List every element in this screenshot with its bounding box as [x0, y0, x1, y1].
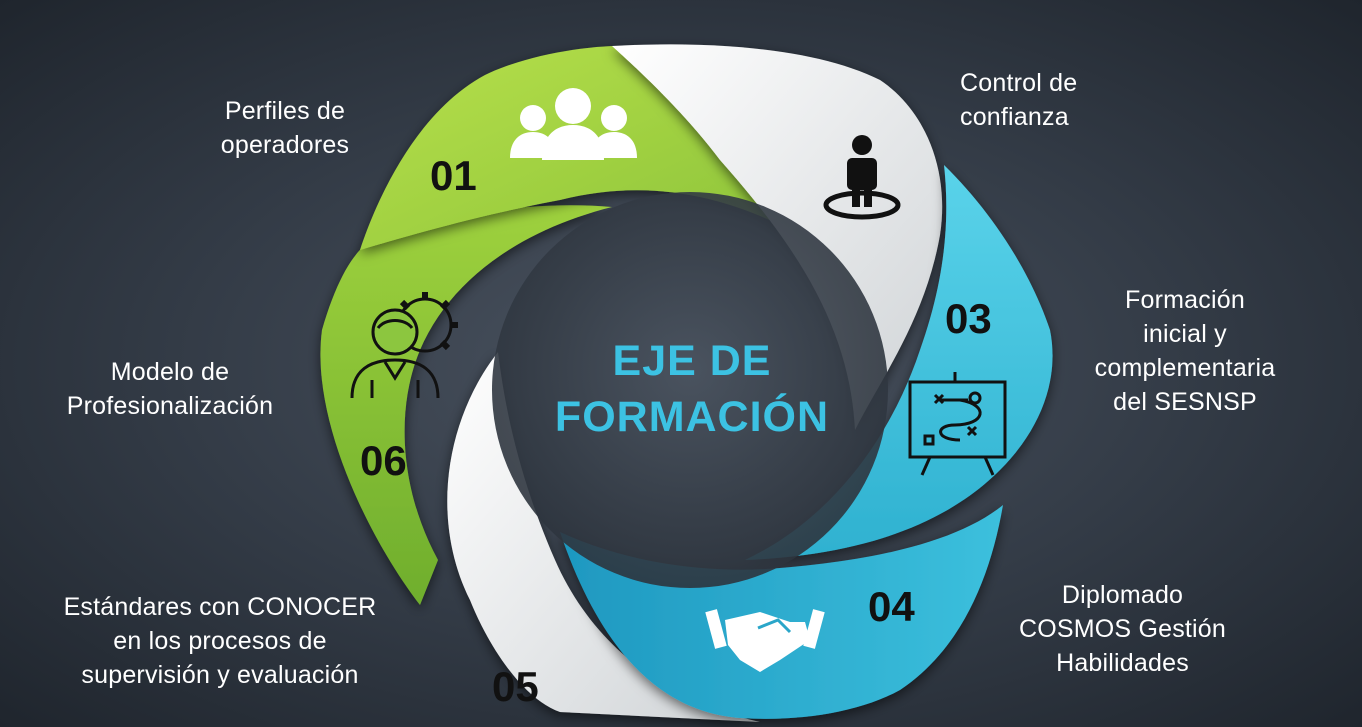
label-diplomado-cosmos: Diplomado COSMOS Gestión Habilidades: [1018, 581, 1227, 677]
step-number-05: 05: [492, 663, 539, 710]
person-on-target-icon: [823, 135, 901, 220]
label-perfiles-de-operadores: Perfiles de operadores: [220, 97, 350, 159]
segment-04: [560, 505, 1003, 719]
label-modelo-profesionalizacion: Modelo de Profesionalización: [66, 358, 274, 420]
segment-06: [320, 205, 612, 605]
center-circle: [492, 192, 888, 588]
label-formacion-inicial: Formación inicial y complementaria del S…: [1094, 286, 1276, 416]
step-number-03: 03: [945, 295, 992, 342]
people-group-icon: [510, 88, 637, 160]
center-title-line1: EJE DE: [612, 337, 772, 385]
step-number-06: 06: [360, 437, 407, 484]
person-gear-icon: [350, 292, 458, 399]
strategy-board-icon: [908, 372, 1007, 476]
handshake-icon: [705, 609, 825, 672]
step-number-04: 04: [868, 583, 915, 630]
step-number-01: 01: [430, 152, 477, 199]
label-estandares-conocer: Estándares con CONOCER en los procesos d…: [63, 593, 377, 689]
center-title-line2: FORMACIÓN: [554, 393, 830, 441]
center-title: EJE DE FORMACIÓN: [492, 333, 892, 445]
segment-03: [745, 165, 1053, 560]
label-control-de-confianza: Control de confianza: [960, 69, 1078, 131]
segment-05: [447, 352, 760, 722]
